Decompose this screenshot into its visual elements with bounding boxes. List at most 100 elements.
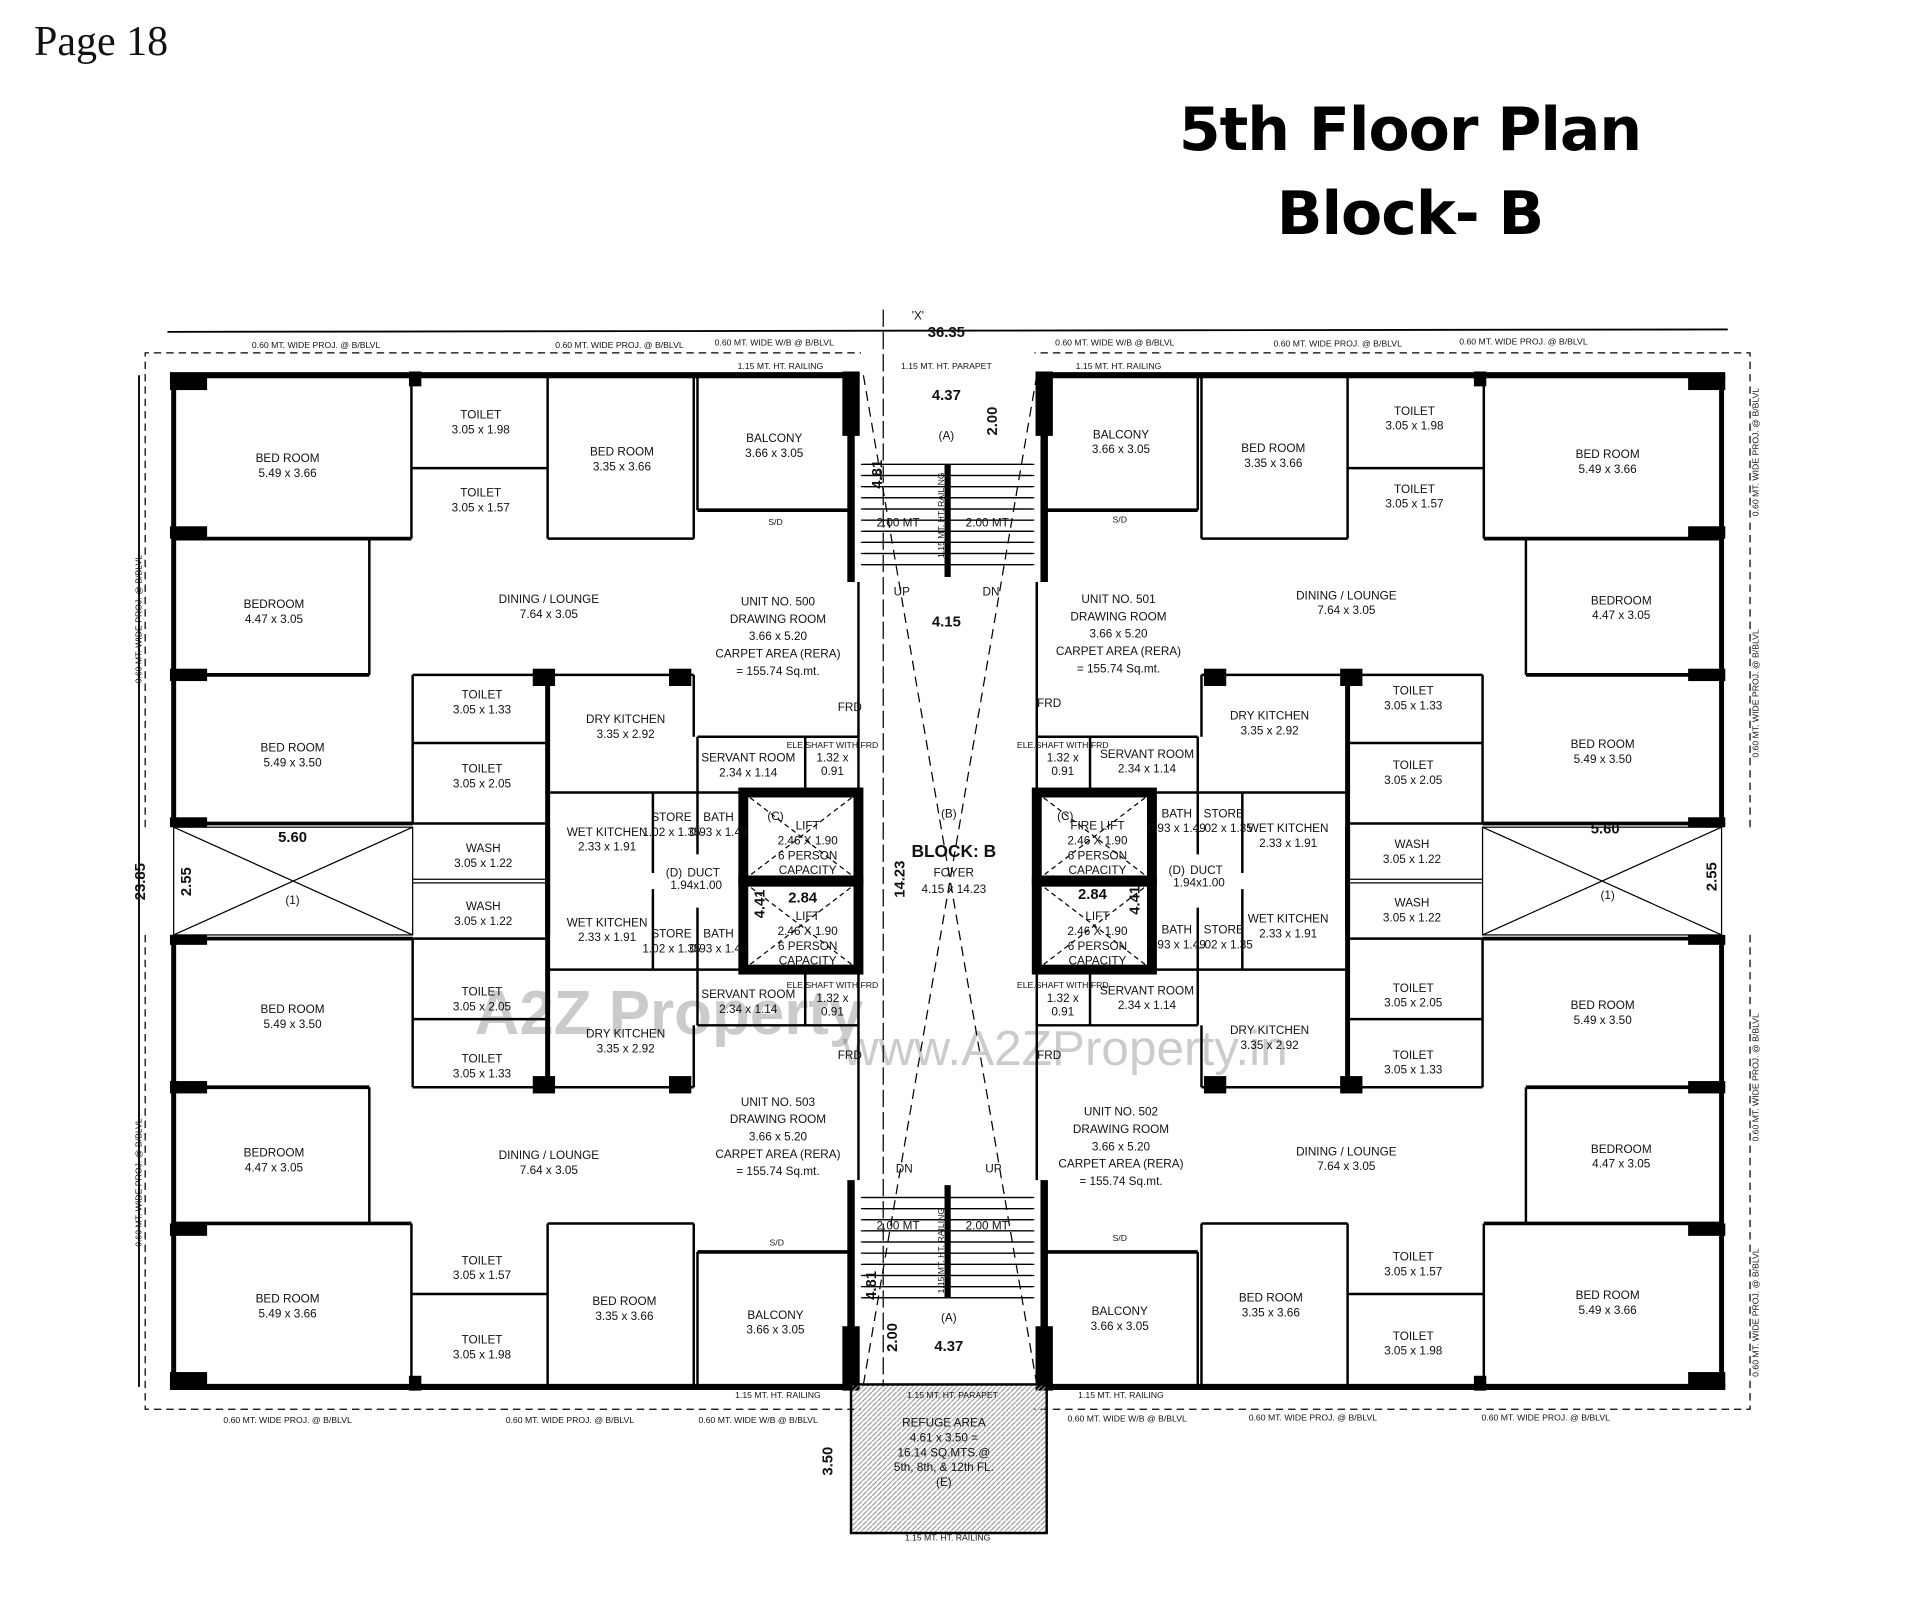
unit-area: = 155.74 Sq.mt. bbox=[736, 1165, 819, 1178]
room-name: STORE bbox=[1204, 924, 1244, 937]
label: DN bbox=[896, 1163, 913, 1176]
lift-cap2: CAPACITY bbox=[779, 955, 837, 968]
room-dims: 7.64 x 3.05 bbox=[520, 1164, 579, 1177]
column bbox=[169, 668, 208, 682]
lift-name: FIRE LIFT bbox=[1070, 820, 1124, 833]
unit-no: UNIT NO. 500 bbox=[741, 596, 816, 609]
room-dims: 0.93 x 1.49 bbox=[689, 826, 747, 839]
room-dims: 3.66 x 3.05 bbox=[745, 447, 804, 460]
railing-label: 1.15 MT. HT. RAILING bbox=[1076, 361, 1162, 371]
projection-label: 0.60 MT. WIDE PROJ. @ B/BLVL bbox=[1482, 1412, 1611, 1422]
room-dims: 5.49 x 3.66 bbox=[259, 467, 318, 480]
projection-label: 0.60 MT. WIDE W/B @ B/BLVL bbox=[1055, 337, 1174, 347]
column bbox=[532, 668, 556, 687]
room-name: STORE bbox=[1204, 807, 1244, 820]
room-name: BALCONY bbox=[747, 1309, 803, 1322]
projection-label: 0.60 MT. WIDE PROJ. @ B/BLVL bbox=[133, 1118, 143, 1247]
room-name: BALCONY bbox=[1092, 1305, 1148, 1318]
unit-room: DRAWING ROOM bbox=[1070, 610, 1166, 623]
room-dims: 5.49 x 3.50 bbox=[263, 757, 322, 770]
lift-cross bbox=[1036, 881, 1153, 971]
column bbox=[668, 1076, 692, 1094]
room-dims: 3.05 x 1.22 bbox=[1383, 911, 1441, 924]
shaft-dims: 0.91 bbox=[1051, 765, 1074, 778]
parapet-label: 1.15 MT. HT. PARAPET bbox=[901, 361, 992, 371]
room-dims: 3.05 x 1.22 bbox=[1383, 853, 1441, 866]
room-dims: 3.05 x 2.05 bbox=[453, 778, 512, 791]
room-dims: 1.02 x 1.35 bbox=[642, 942, 701, 955]
room-dims: 2.33 x 1.91 bbox=[1259, 927, 1317, 940]
lift-dims: 2.46 X 1.90 bbox=[1067, 835, 1128, 848]
watermark-logo: A2Z Property bbox=[475, 979, 864, 1048]
label: 4.37 bbox=[932, 388, 961, 404]
room-dims: 5.49 x 3.50 bbox=[1574, 753, 1633, 766]
room-name: TOILET bbox=[462, 688, 503, 701]
projection-label: 0.60 MT. WIDE PROJ. @ B/BLVL bbox=[1751, 388, 1761, 517]
room-dims: 3.35 x 2.92 bbox=[1241, 724, 1299, 737]
label: (D) bbox=[666, 867, 682, 880]
room-name: STORE bbox=[651, 927, 691, 940]
column bbox=[1688, 668, 1726, 682]
column bbox=[1035, 371, 1053, 436]
room-name: BED ROOM bbox=[1571, 999, 1635, 1012]
room-dims: 4.47 x 3.05 bbox=[245, 613, 304, 626]
room-dims: 0.93 x 1.49 bbox=[1148, 822, 1206, 835]
label: 4.41 bbox=[752, 890, 768, 919]
unit-area-label: CARPET AREA (RERA) bbox=[715, 648, 840, 661]
foyer-cross bbox=[862, 375, 1038, 1385]
label: 4.15 bbox=[932, 615, 961, 631]
column bbox=[169, 1223, 208, 1236]
overall-width: 36.35 bbox=[928, 325, 965, 341]
room-dims: 2.33 x 1.91 bbox=[578, 841, 636, 854]
foyer-cross bbox=[862, 375, 1038, 1385]
section-mark: 'X' bbox=[912, 309, 924, 322]
projection-outline bbox=[144, 934, 861, 1410]
projection-label: 0.60 MT. WIDE PROJ. @ B/BLVL bbox=[133, 555, 143, 684]
railing-label: 1.15 MT. HT. RAILING bbox=[905, 1532, 991, 1542]
shaft-dims: 1.32 x bbox=[816, 752, 848, 765]
title-line-1: 5th Floor Plan bbox=[1178, 95, 1642, 165]
room-name: BED ROOM bbox=[1241, 442, 1305, 455]
room-name: BATH bbox=[1161, 924, 1191, 937]
column bbox=[842, 1326, 860, 1391]
room-dims: 3.35 x 2.92 bbox=[1241, 1039, 1299, 1052]
room-dims: 5.49 x 3.66 bbox=[259, 1308, 318, 1321]
sd-label: S/D bbox=[770, 1238, 784, 1248]
label: (A) bbox=[939, 430, 955, 443]
room-name: TOILET bbox=[1393, 982, 1434, 995]
room-dims: 3.05 x 1.22 bbox=[454, 857, 512, 870]
room-name: BED ROOM bbox=[1576, 1289, 1640, 1302]
unit-room: DRAWING ROOM bbox=[1073, 1123, 1169, 1136]
frd-label: FRD bbox=[1037, 697, 1061, 710]
unit-area-label: CARPET AREA (RERA) bbox=[1056, 645, 1181, 658]
room-name: TOILET bbox=[1394, 405, 1435, 418]
projection-label: 0.60 MT. WIDE PROJ. @ B/BLVL bbox=[1249, 1412, 1378, 1422]
lift-cap2: CAPACITY bbox=[1069, 955, 1127, 968]
unit-area: = 155.74 Sq.mt. bbox=[1077, 662, 1160, 675]
room-name: TOILET bbox=[1393, 759, 1434, 772]
lift-cross bbox=[742, 792, 859, 881]
room-name: DINING / LOUNGE bbox=[1296, 1145, 1397, 1158]
column bbox=[668, 668, 692, 687]
lift-shaft bbox=[1031, 876, 1157, 975]
room-name: BATH bbox=[703, 927, 733, 940]
lift-cross bbox=[742, 881, 859, 971]
column bbox=[532, 1076, 556, 1094]
stair-width: 2.00 MT bbox=[966, 516, 1009, 529]
room-dims: 3.05 x 1.98 bbox=[453, 1348, 512, 1361]
refuge-area: 16.14 SQ.MTS.@ bbox=[897, 1446, 990, 1459]
room-dims: 3.35 x 2.92 bbox=[597, 728, 655, 741]
room-name: TOILET bbox=[1393, 1049, 1434, 1062]
room-dims: 3.05 x 1.33 bbox=[453, 1067, 512, 1080]
sd-label: S/D bbox=[1113, 1233, 1127, 1243]
lift-name: LIFT bbox=[1085, 910, 1109, 923]
walls bbox=[138, 309, 1751, 1535]
unit-area: = 155.74 Sq.mt. bbox=[736, 665, 819, 678]
room-dims: 4.47 x 3.05 bbox=[1592, 609, 1651, 622]
projection-label: 0.60 MT. WIDE PROJ. @ B/BLVL bbox=[506, 1415, 635, 1425]
room-dims: 3.05 x 1.33 bbox=[453, 703, 512, 716]
railing-label: 1.15 MT. HT. RAILING bbox=[735, 1390, 821, 1400]
projection-label: 0.60 MT. WIDE PROJ. @ B/BLVL bbox=[223, 1415, 352, 1425]
room-name: SERVANT ROOM bbox=[701, 988, 795, 1001]
